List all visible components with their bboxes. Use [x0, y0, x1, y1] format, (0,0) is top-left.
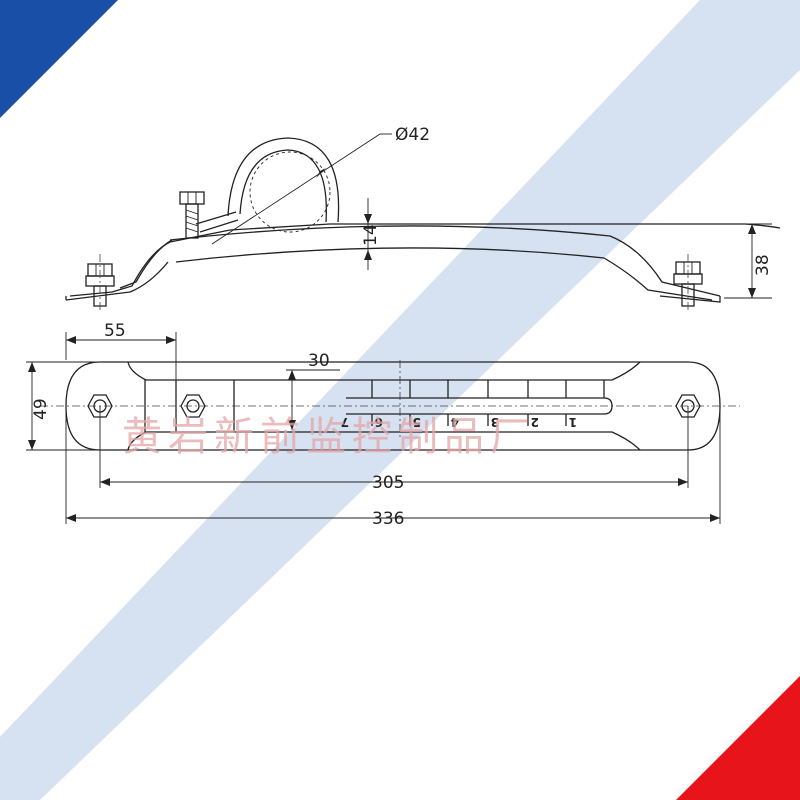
pipe-diameter-label: Ø42	[395, 125, 430, 145]
height-label: 14	[361, 224, 381, 246]
watermark-text: 黄岩新前监控制品厂	[122, 414, 536, 460]
pipe-circle	[249, 151, 331, 233]
scale-mark-3: 3	[491, 415, 499, 429]
scale-numerals: 1 2 3 4 5 6 7	[341, 415, 577, 429]
scale-ticks	[371, 380, 605, 426]
scale-mark-6: 6	[375, 415, 383, 429]
overall-height-label: 38	[753, 254, 773, 276]
scale-mark-5: 5	[413, 415, 421, 429]
end-length-label: 55	[104, 321, 126, 341]
top-view: 1 2 3 4 5 6 7 55	[26, 321, 740, 529]
overall-length-label: 336	[372, 509, 404, 529]
scale-mark-4: 4	[451, 415, 459, 429]
corner-red-triangle	[676, 676, 800, 800]
scale-mark-2: 2	[531, 415, 539, 429]
scale-mark-1: 1	[569, 415, 577, 429]
scale-mark-7: 7	[341, 415, 349, 429]
left-bolt-nut	[179, 191, 205, 239]
side-view: Ø42 14 38	[65, 125, 781, 312]
corner-blue-triangle	[0, 0, 118, 118]
hex-nut-middle	[180, 394, 206, 418]
hole-spacing-label: 305	[372, 473, 404, 493]
slot-offset-label: 30	[308, 351, 330, 371]
width-label: 49	[31, 398, 51, 420]
